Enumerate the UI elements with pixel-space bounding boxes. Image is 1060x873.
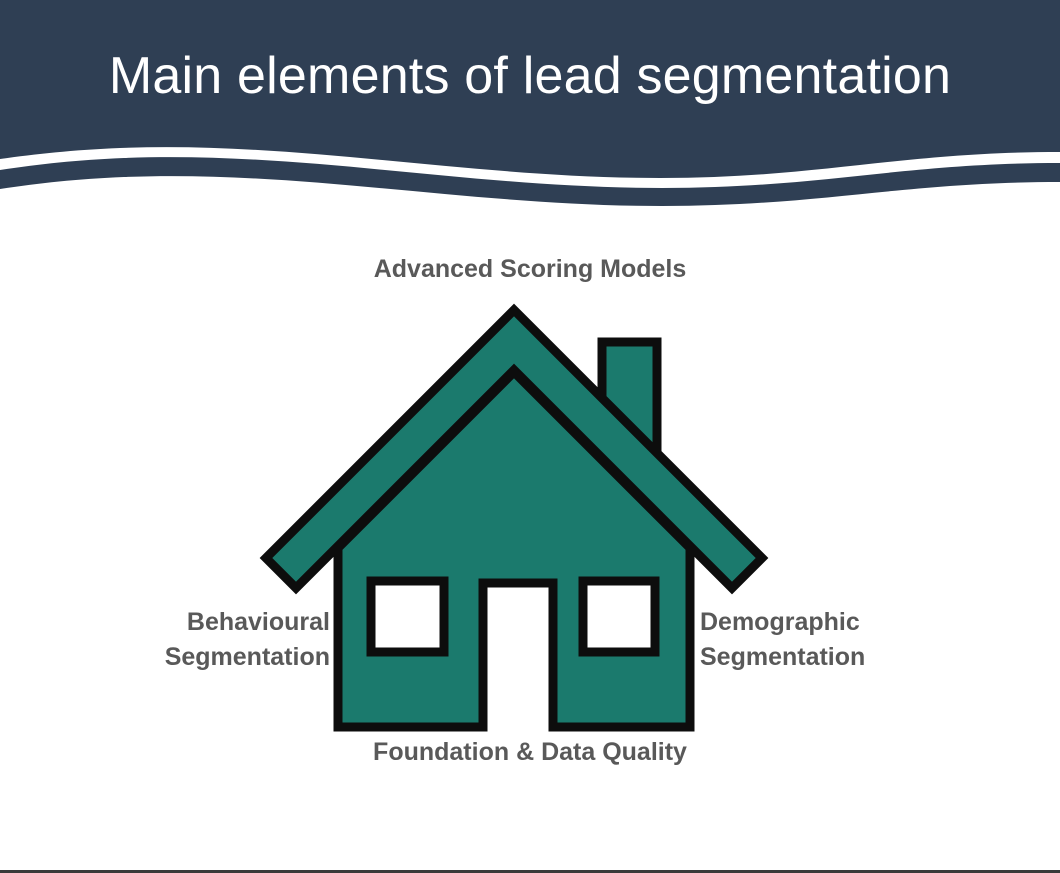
label-behavioural-line-1: Behavioural: [186, 608, 330, 636]
label-advanced-scoring-models: Advanced Scoring Models: [373, 255, 687, 283]
header-wave-graphic: [0, 0, 1060, 206]
house-diagram: Advanced Scoring Models Behavioural Segm…: [0, 210, 1060, 830]
header-navy-block: [0, 0, 1060, 178]
door: [478, 578, 558, 731]
label-demographic-segmentation: Demographic Segmentation: [700, 605, 1000, 674]
header-band: Main elements of lead segmentation: [0, 0, 1060, 210]
label-behavioural-line-2: Segmentation: [164, 642, 330, 671]
label-demographic-line-2: Segmentation: [700, 642, 866, 671]
window-left: [366, 576, 449, 657]
label-behavioural-segmentation: Behavioural Segmentation: [60, 605, 330, 674]
page-title: Main elements of lead segmentation: [108, 47, 952, 105]
house-illustration: [259, 303, 769, 732]
label-demographic-line-1: Demographic: [700, 608, 860, 636]
roof-chevron: [259, 303, 769, 595]
label-foundation-data-quality: Foundation & Data Quality: [373, 738, 687, 766]
window-right: [578, 576, 660, 657]
header-navy-ribbon: [0, 157, 1060, 206]
footer-divider: [0, 870, 1060, 873]
